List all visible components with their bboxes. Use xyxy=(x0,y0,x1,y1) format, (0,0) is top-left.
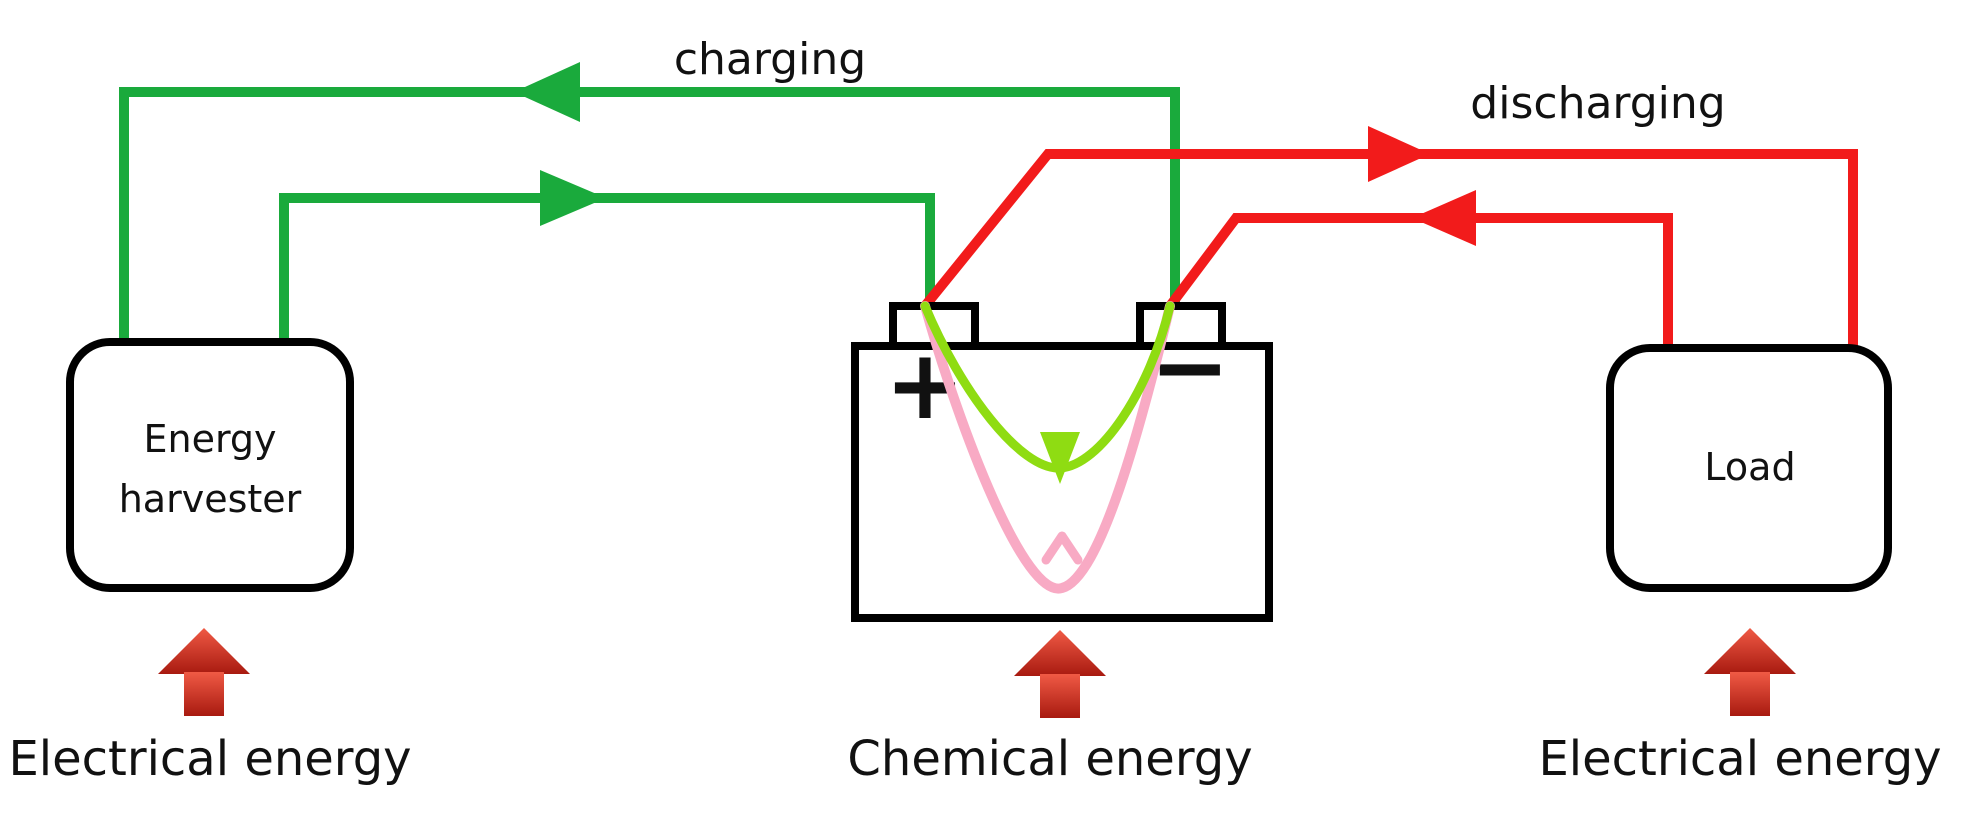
energy-arrow-middle-shaft xyxy=(1040,674,1080,718)
battery-body xyxy=(851,342,1273,622)
energy-arrow-left-head xyxy=(158,628,250,674)
energy-arrow-right xyxy=(1704,628,1796,716)
charge-flow-arrowhead xyxy=(1040,432,1080,484)
charging-wire-outer xyxy=(119,87,1180,340)
charging-wire-inner xyxy=(279,193,935,350)
energy-caption-left: Electrical energy xyxy=(8,731,411,787)
charging-arrow-left xyxy=(514,62,580,122)
discharging-wire-outer xyxy=(921,149,1858,360)
energy-arrow-right-shaft xyxy=(1730,672,1770,716)
discharging-arrow-left xyxy=(1412,190,1476,246)
discharging-circuit xyxy=(921,126,1858,364)
load-box: Load xyxy=(1606,344,1892,592)
energy-harvester-outline xyxy=(66,338,354,592)
energy-arrow-left-shaft xyxy=(184,672,224,716)
energy-harvester-label-line2: harvester xyxy=(119,477,302,521)
discharging-arrow-right xyxy=(1368,126,1430,182)
energy-caption-right: Electrical energy xyxy=(1538,731,1941,787)
energy-harvester-box: Energy harvester xyxy=(66,338,354,592)
charging-label: charging xyxy=(674,34,866,85)
discharge-flow-arc xyxy=(920,301,1175,594)
charging-circuit xyxy=(119,62,1180,350)
battery: + − xyxy=(851,301,1273,622)
energy-arrow-left xyxy=(158,628,250,716)
energy-arrow-middle-head xyxy=(1014,630,1106,676)
energy-arrow-right-head xyxy=(1704,628,1796,674)
energy-harvester-label-line1: Energy xyxy=(143,417,276,461)
load-outline xyxy=(1606,344,1892,592)
energy-caption-middle: Chemical energy xyxy=(847,731,1252,787)
load-label: Load xyxy=(1704,445,1795,489)
charging-arrow-right xyxy=(540,170,606,226)
energy-arrow-middle xyxy=(1014,630,1106,718)
discharging-label: discharging xyxy=(1470,78,1725,129)
discharge-flow-arrowhead xyxy=(1041,531,1083,565)
